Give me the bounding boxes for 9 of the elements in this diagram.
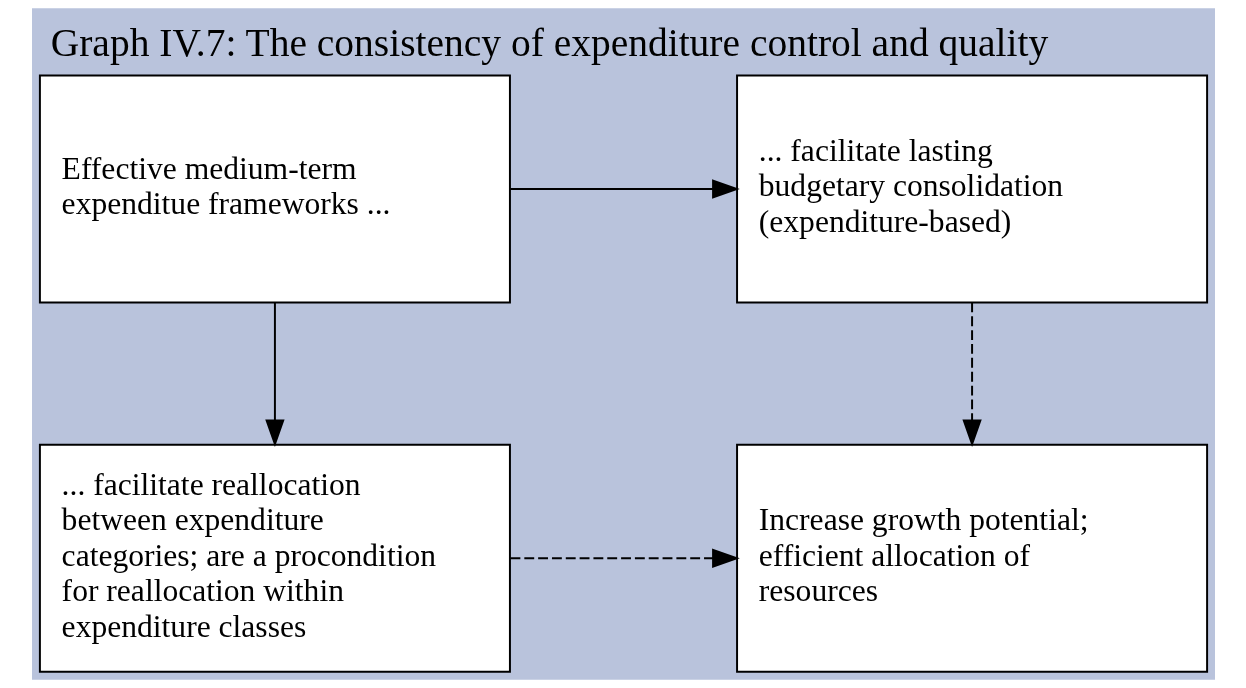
node-box: Effective medium-term expenditue frameworks ... xyxy=(38,74,511,304)
arrow xyxy=(961,301,982,448)
arrow xyxy=(509,179,740,199)
node-box: Increase growth potential; efficient allocation of resources xyxy=(735,443,1208,673)
node-box: ... facilitate reallocation between expenditure categories; are a procondition for reallocation within expenditure classes xyxy=(38,443,511,673)
arrow xyxy=(509,548,740,568)
arrow xyxy=(264,301,285,448)
diagram-title: Graph IV.7: The consistency of expenditure control and quality xyxy=(50,20,1048,65)
node-box: ... facilitate lasting budgetary consolidation (expenditure-based) xyxy=(735,74,1208,304)
